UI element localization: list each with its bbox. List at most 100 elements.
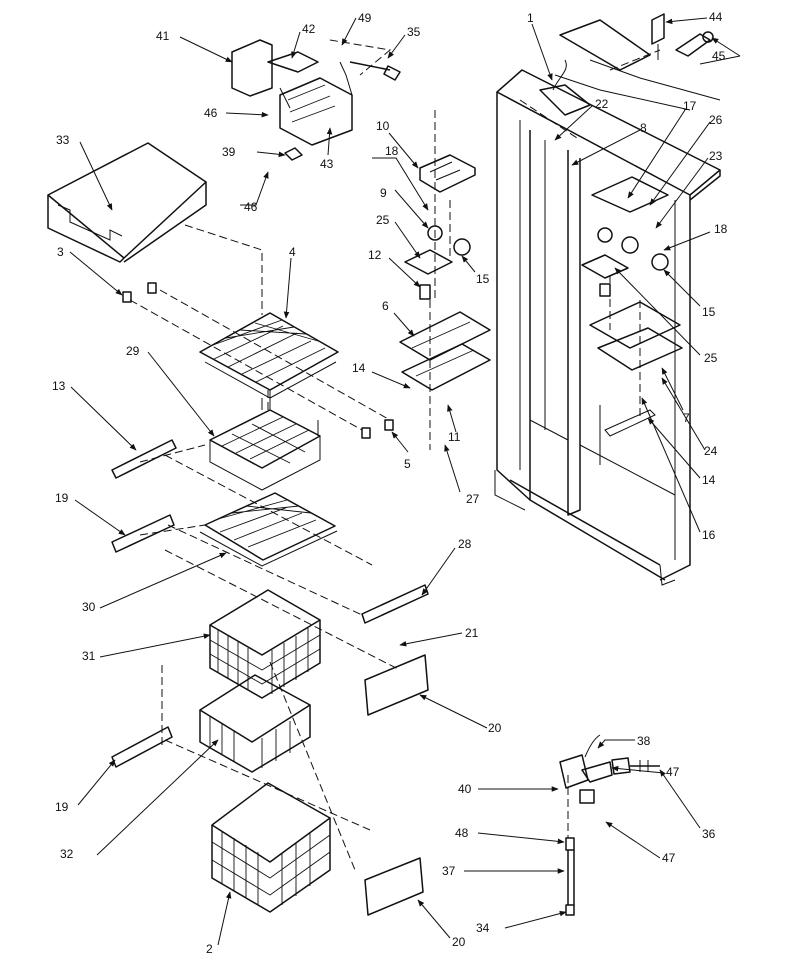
small-clips bbox=[122, 282, 394, 439]
callout-29-label: 29 bbox=[126, 344, 140, 358]
callout-19b-label: 19 bbox=[55, 800, 69, 814]
callout-47a: 47 bbox=[611, 765, 680, 779]
ice-maker bbox=[231, 39, 401, 161]
part-2-basket bbox=[211, 782, 331, 913]
callout-13: 13 bbox=[52, 379, 137, 451]
top-right-parts bbox=[651, 13, 714, 60]
callout-25a-label: 25 bbox=[376, 213, 390, 227]
callout-29: 29 bbox=[126, 344, 215, 437]
callout-46b: 46 bbox=[240, 171, 269, 214]
callout-19b: 19 bbox=[55, 759, 116, 814]
callout-4: 4 bbox=[283, 245, 296, 319]
callout-49-label: 49 bbox=[358, 11, 372, 25]
callout-28: 28 bbox=[421, 537, 472, 596]
callout-39-label: 39 bbox=[222, 145, 236, 159]
side-rails bbox=[111, 439, 429, 916]
callout-15b: 15 bbox=[663, 269, 716, 319]
callout-24: 24 bbox=[661, 377, 718, 458]
callout-46b-label: 46 bbox=[244, 200, 258, 214]
top-duct bbox=[554, 19, 721, 111]
callout-17-label: 17 bbox=[683, 99, 697, 113]
callout-7: 7 bbox=[661, 367, 690, 425]
callout-26-label: 26 bbox=[709, 113, 723, 127]
callout-22-label: 22 bbox=[595, 97, 609, 111]
callout-35-label: 35 bbox=[407, 25, 421, 39]
callout-16: 16 bbox=[641, 397, 716, 542]
callout-21: 21 bbox=[399, 626, 479, 647]
callout-46a: 46 bbox=[204, 106, 269, 120]
callout-11-label: 11 bbox=[448, 430, 461, 444]
callout-42-label: 42 bbox=[302, 22, 316, 36]
callout-4-label: 4 bbox=[289, 245, 296, 259]
callout-36-label: 36 bbox=[702, 827, 716, 841]
callout-41: 41 bbox=[156, 29, 233, 63]
part-30-shelf bbox=[199, 492, 338, 567]
callout-12-label: 12 bbox=[368, 248, 382, 262]
callout-7-label: 7 bbox=[683, 411, 690, 425]
part-32-basket bbox=[199, 674, 311, 773]
cabinet-liner bbox=[494, 69, 721, 586]
callout-12: 12 bbox=[368, 248, 421, 288]
part-10-housing bbox=[419, 154, 476, 193]
callout-17: 17 bbox=[627, 99, 697, 199]
callout-14a-label: 14 bbox=[352, 361, 366, 375]
callout-20a-label: 20 bbox=[488, 721, 502, 735]
callout-2-label: 2 bbox=[206, 942, 213, 956]
callout-26: 26 bbox=[649, 113, 723, 206]
part-29-basket bbox=[209, 390, 321, 491]
callout-30: 30 bbox=[82, 552, 227, 614]
callout-45: 45 bbox=[699, 37, 741, 65]
callout-5-label: 5 bbox=[404, 457, 411, 471]
callout-31: 31 bbox=[82, 633, 211, 663]
callout-43: 43 bbox=[320, 127, 334, 171]
callout-23: 23 bbox=[655, 149, 723, 229]
callout-25b-label: 25 bbox=[704, 351, 718, 365]
callout-15a-label: 15 bbox=[476, 272, 490, 286]
callout-13-label: 13 bbox=[52, 379, 66, 393]
callout-24-label: 24 bbox=[704, 444, 718, 458]
callout-34: 34 bbox=[476, 910, 567, 935]
callout-10: 10 bbox=[376, 119, 419, 169]
callout-1-label: 1 bbox=[527, 11, 534, 25]
callout-27: 27 bbox=[444, 444, 480, 506]
part-31-basket bbox=[209, 589, 321, 699]
callout-33: 33 bbox=[56, 133, 113, 211]
callout-33-label: 33 bbox=[56, 133, 70, 147]
callout-9-label: 9 bbox=[380, 186, 387, 200]
callout-49: 49 bbox=[341, 11, 372, 46]
part-4-shelf bbox=[199, 312, 339, 399]
callout-47a-label: 47 bbox=[666, 765, 680, 779]
callout-48-label: 48 bbox=[455, 826, 469, 840]
callout-18b: 18 bbox=[663, 222, 728, 251]
callout-16-label: 16 bbox=[702, 528, 716, 542]
callout-25b: 25 bbox=[614, 267, 718, 365]
callout-18a-label: 18 bbox=[385, 144, 399, 158]
callout-43-label: 43 bbox=[320, 157, 334, 171]
callout-23-label: 23 bbox=[709, 149, 723, 163]
water-valve bbox=[559, 734, 660, 916]
callout-14a: 14 bbox=[352, 361, 411, 389]
part-33-pan bbox=[47, 142, 207, 263]
callout-25a: 25 bbox=[376, 213, 421, 259]
callout-45-label: 45 bbox=[712, 49, 726, 63]
callout-6-label: 6 bbox=[382, 299, 389, 313]
part-1-tube bbox=[539, 59, 591, 116]
callout-44: 44 bbox=[665, 10, 723, 25]
callout-22: 22 bbox=[554, 97, 609, 141]
callout-35: 35 bbox=[387, 25, 421, 59]
callout-20b: 20 bbox=[417, 899, 466, 949]
callout-27-label: 27 bbox=[466, 492, 480, 506]
callout-3: 3 bbox=[57, 245, 123, 296]
callout-5: 5 bbox=[391, 431, 411, 471]
callout-11: 11 bbox=[447, 404, 461, 444]
callout-38: 38 bbox=[597, 734, 651, 749]
callout-1: 1 bbox=[527, 11, 553, 81]
callout-19a-label: 19 bbox=[55, 491, 69, 505]
callout-8: 8 bbox=[571, 121, 647, 166]
callout-47b: 47 bbox=[605, 821, 676, 865]
callout-32: 32 bbox=[60, 739, 219, 861]
callout-18b-label: 18 bbox=[714, 222, 728, 236]
right-lamp-assembly bbox=[581, 176, 683, 371]
callout-42: 42 bbox=[291, 22, 316, 59]
